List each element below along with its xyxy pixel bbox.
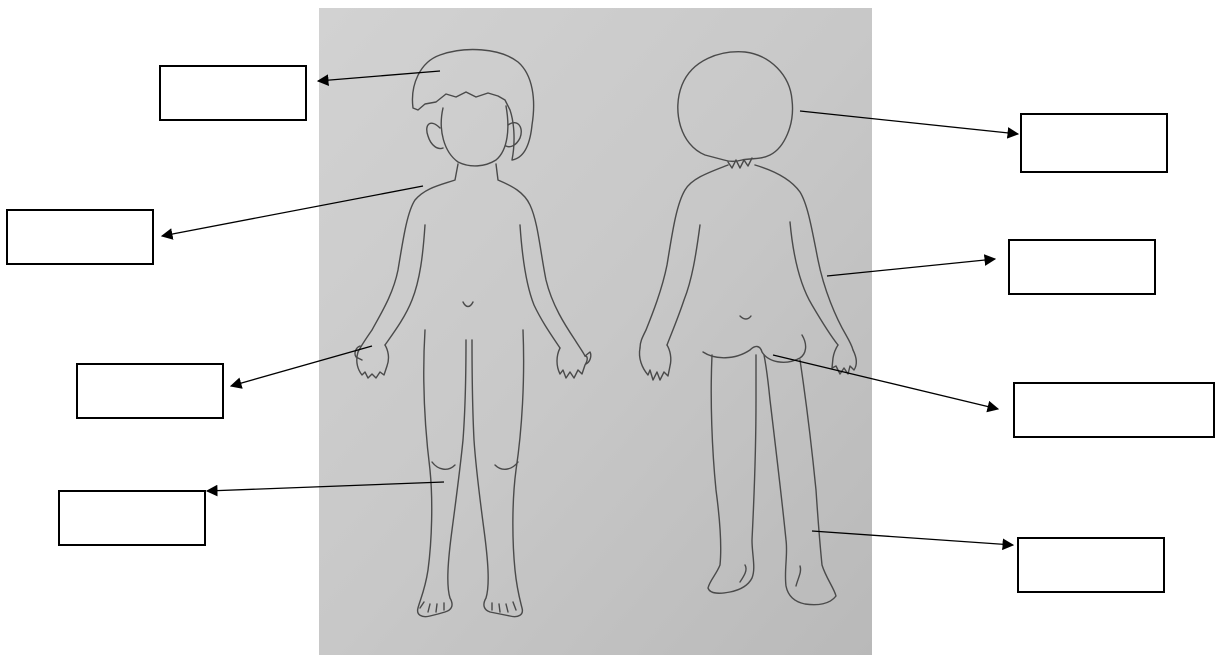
label-box-knee[interactable] [59,491,205,545]
label-box-hand[interactable] [77,364,223,418]
label-box-hair[interactable] [160,66,306,120]
label-box-head-back[interactable] [1021,114,1167,172]
label-box-chest[interactable] [7,210,153,264]
label-box-bottom[interactable] [1014,383,1214,437]
photo-paper [319,8,872,655]
label-box-leg[interactable] [1018,538,1164,592]
label-box-arm[interactable] [1009,240,1155,294]
